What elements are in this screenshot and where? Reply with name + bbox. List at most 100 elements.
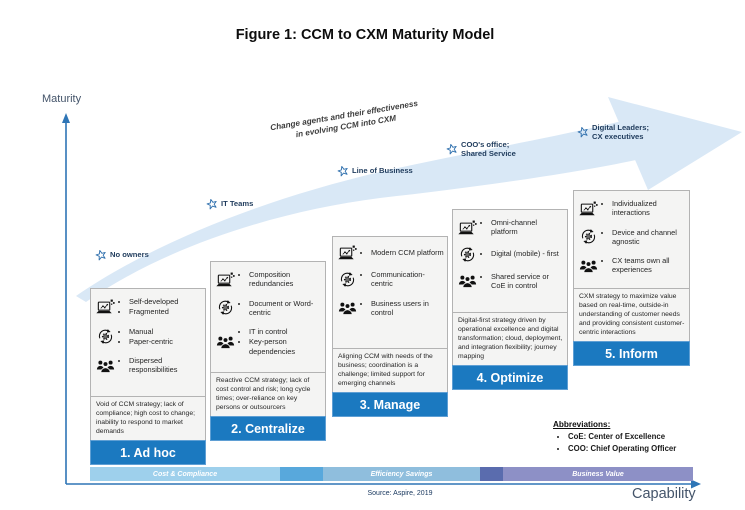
gear-sync-icon [338, 271, 357, 288]
milestone-it-teams: IT Teams [206, 198, 253, 210]
stage-banner: 4. Optimize [452, 365, 568, 390]
feature-row: IT in control Key-person dependencies [216, 326, 322, 357]
feature-bullet: Digital (mobile) - first [491, 249, 559, 258]
gear-sync-icon [579, 228, 598, 245]
star-icon [446, 143, 458, 155]
milestone-label: Digital Leaders; CX executives [592, 123, 649, 142]
feature-bullet: Omni-channel platform [491, 218, 564, 237]
stage-description: Digital-first strategy driven by operati… [452, 312, 568, 365]
stage-card-centralize: Composition redundancies Document or Wor… [210, 261, 326, 441]
stage-features: Modern CCM platform Communication-centri… [332, 236, 448, 349]
bar-segment-transition-1 [280, 467, 323, 481]
star-icon [95, 249, 107, 261]
feature-bullet: Document or Word-centric [249, 299, 322, 318]
milestone-label: IT Teams [221, 199, 254, 209]
milestone-no-owners: No owners [95, 249, 149, 261]
feature-bullet: Paper-centric [129, 337, 173, 346]
laptop-chart-icon [458, 219, 477, 236]
feature-bullet: Shared service or CoE in control [491, 272, 564, 291]
people-icon [216, 333, 235, 350]
stage-features: Composition redundancies Document or Wor… [210, 261, 326, 373]
feature-row: Individualized interactions [579, 198, 686, 219]
laptop-chart-icon [216, 271, 235, 288]
swoosh-arrow-head [608, 97, 742, 190]
feature-bullet: Communication-centric [371, 270, 444, 289]
feature-row: Digital (mobile) - first [458, 246, 564, 263]
bar-segment-label: Efficiency Savings [370, 470, 433, 478]
feature-bullet: Manual [129, 327, 173, 336]
milestone-digital-leaders: Digital Leaders; CX executives [577, 123, 649, 142]
feature-row: Composition redundancies [216, 269, 322, 290]
stage-features: Individualized interactions Device and c… [573, 190, 690, 289]
stage-card-optimize: Omni-channel platform Digital (mobile) -… [452, 209, 568, 390]
swoosh-arrow-band [76, 121, 636, 302]
stage-features: Omni-channel platform Digital (mobile) -… [452, 209, 568, 313]
x-axis-arrowhead [691, 479, 701, 489]
bar-segment-label: Business Value [572, 470, 624, 478]
feature-row: Manual Paper-centric [96, 326, 202, 348]
stage-description: Void of CCM strategy; lack of compliance… [90, 396, 206, 440]
milestone-label: Line of Business [352, 166, 413, 176]
capability-bar: Cost & Compliance Efficiency Savings Bus… [90, 467, 693, 481]
abbreviation-item: COO: Chief Operating Officer [568, 444, 676, 453]
feature-bullet: Self-developed [129, 297, 178, 306]
feature-row: Modern CCM platform [338, 244, 444, 261]
abbreviations-title: Abbreviations: [553, 420, 611, 429]
feature-row: Omni-channel platform [458, 217, 564, 238]
feature-bullet: Device and channel agnostic [612, 228, 686, 247]
feature-bullet: Business users in control [371, 299, 444, 318]
milestone-label: No owners [110, 250, 149, 260]
people-icon [579, 257, 598, 274]
gear-sync-icon [216, 299, 235, 316]
stage-card-ad-hoc: Self-developed Fragmented Manual Paper-c… [90, 288, 206, 465]
laptop-chart-icon [579, 200, 598, 217]
feature-bullet: Composition redundancies [249, 270, 322, 289]
y-axis-arrowhead [62, 113, 70, 123]
feature-bullet: Modern CCM platform [371, 248, 444, 257]
people-icon [458, 272, 477, 289]
bar-segment-label: Cost & Compliance [152, 470, 218, 478]
feature-row: Self-developed Fragmented [96, 296, 202, 318]
y-axis-label: Maturity [42, 93, 82, 105]
stage-card-manage: Modern CCM platform Communication-centri… [332, 236, 448, 417]
abbreviations-block: Abbreviations: CoE: Center of Excellence… [553, 420, 676, 456]
feature-bullet: CX teams own all experiences [612, 256, 686, 275]
stage-description: CXM strategy to maximize value based on … [573, 288, 690, 341]
feature-row: CX teams own all experiences [579, 255, 686, 276]
feature-row: Communication-centric [338, 269, 444, 290]
bar-segment-business-value: Business Value [503, 467, 693, 481]
stage-features: Self-developed Fragmented Manual Paper-c… [90, 288, 206, 397]
feature-bullet: IT in control [249, 327, 322, 336]
feature-bullet: Individualized interactions [612, 199, 686, 218]
bar-segment-transition-2 [480, 467, 503, 481]
people-icon [338, 299, 357, 316]
feature-row: Business users in control [338, 298, 444, 319]
stage-banner: 3. Manage [332, 392, 448, 417]
milestone-coo-shared-service: COO's office; Shared Service [446, 140, 516, 159]
source-note: Source: Aspire, 2019 [367, 490, 433, 497]
feature-bullet: Dispersed responsibilities [129, 356, 202, 375]
milestone-line-of-business: Line of Business [337, 165, 413, 177]
gear-sync-icon [458, 246, 477, 263]
stage-banner: 2. Centralize [210, 416, 326, 441]
bar-segment-cost-compliance: Cost & Compliance [90, 467, 280, 481]
gear-sync-icon [96, 328, 115, 345]
bar-segment-efficiency-savings: Efficiency Savings [323, 467, 480, 481]
stage-banner: 1. Ad hoc [90, 440, 206, 465]
feature-bullet: Fragmented [129, 307, 178, 316]
star-icon [206, 198, 218, 210]
figure-title: Figure 1: CCM to CXM Maturity Model [235, 27, 495, 43]
milestone-label: COO's office; Shared Service [461, 140, 516, 159]
feature-row: Device and channel agnostic [579, 227, 686, 248]
stage-card-inform: Individualized interactions Device and c… [573, 190, 690, 366]
stage-description: Reactive CCM strategy; lack of cost cont… [210, 372, 326, 416]
stage-description: Aligning CCM with needs of the business;… [332, 348, 448, 392]
feature-row: Dispersed responsibilities [96, 355, 202, 376]
feature-row: Shared service or CoE in control [458, 271, 564, 292]
feature-row: Document or Word-centric [216, 298, 322, 319]
laptop-chart-icon [96, 298, 115, 315]
people-icon [96, 357, 115, 374]
star-icon [577, 126, 589, 138]
